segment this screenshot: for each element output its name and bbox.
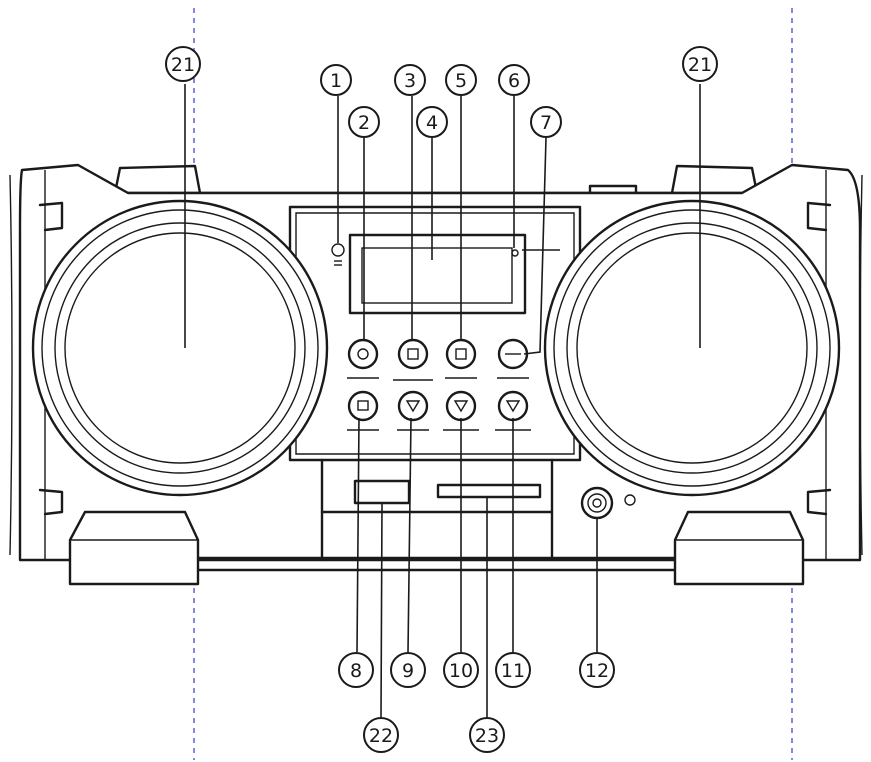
callout-label: 21 — [171, 54, 195, 76]
callout-label: 6 — [508, 70, 520, 92]
callout-10: 10 — [443, 652, 479, 688]
foot-right — [673, 510, 805, 586]
callout-21-right: 21 — [682, 46, 718, 82]
standby-indicator — [331, 243, 345, 266]
callout-6: 6 — [498, 64, 530, 96]
callout-21-left: 21 — [165, 46, 201, 82]
leader-lines — [184, 84, 701, 718]
callout-label: 23 — [475, 725, 499, 747]
speaker-right — [543, 199, 841, 497]
callout-label: 9 — [402, 660, 414, 682]
callout-label: 12 — [585, 660, 609, 682]
callout-label: 1 — [330, 70, 342, 92]
remote-sensor — [511, 249, 560, 257]
callout-label: 22 — [369, 725, 393, 747]
button-power[interactable] — [347, 338, 379, 379]
callout-22: 22 — [363, 717, 399, 753]
callout-4: 4 — [416, 106, 448, 138]
callout-7: 7 — [530, 106, 562, 138]
callout-11: 11 — [495, 652, 531, 688]
callout-12: 12 — [579, 652, 615, 688]
button-9[interactable] — [397, 390, 429, 431]
callout-1: 1 — [320, 64, 352, 96]
callout-5: 5 — [445, 64, 477, 96]
callout-label: 4 — [426, 112, 438, 134]
callout-23: 23 — [469, 717, 505, 753]
callout-label: 11 — [501, 660, 525, 682]
callout-3: 3 — [394, 64, 426, 96]
callout-label: 8 — [350, 660, 362, 682]
callout-label: 21 — [688, 54, 712, 76]
lcd-display — [348, 233, 527, 315]
foot-left — [68, 510, 200, 586]
callout-label: 5 — [455, 70, 467, 92]
callout-label: 10 — [449, 660, 473, 682]
callout-label: 3 — [404, 70, 416, 92]
callout-9: 9 — [390, 652, 426, 688]
callout-label: 2 — [358, 112, 370, 134]
callout-8: 8 — [338, 652, 374, 688]
card-slot[interactable] — [436, 483, 542, 499]
button-8[interactable] — [347, 390, 379, 431]
speaker-left — [31, 199, 329, 497]
callout-2: 2 — [348, 106, 380, 138]
callout-label: 7 — [540, 112, 552, 134]
button-3[interactable] — [393, 338, 433, 381]
